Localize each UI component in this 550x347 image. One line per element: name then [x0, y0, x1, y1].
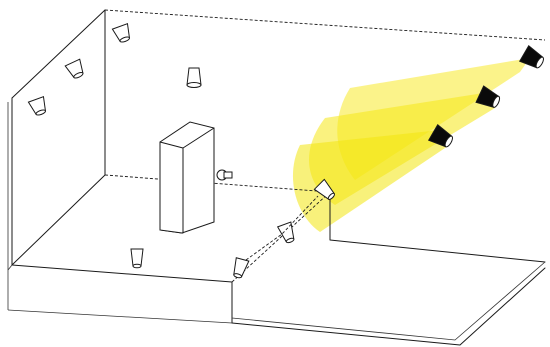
- box-body: [160, 122, 214, 233]
- ceiling-light-3[interactable]: [112, 24, 133, 45]
- floor-front-edge: [12, 265, 232, 282]
- floor-left-edge: [12, 175, 105, 265]
- track-light-1[interactable]: [520, 46, 547, 72]
- floor-light-2[interactable]: [131, 249, 143, 268]
- base-outer-edge: [8, 310, 232, 323]
- floor-light-1[interactable]: [217, 170, 232, 180]
- light-beams: [293, 58, 530, 232]
- ceiling-light-1[interactable]: [28, 97, 49, 118]
- ceiling-back-edge: [105, 10, 545, 40]
- room-structure: [8, 10, 545, 345]
- beam-near: [293, 130, 448, 232]
- slab-front-edge-inner: [232, 262, 545, 340]
- center-box: [160, 122, 214, 233]
- floor-light-4[interactable]: [278, 222, 298, 244]
- floor-light-3[interactable]: [231, 258, 248, 280]
- ceiling-light-2[interactable]: [65, 59, 86, 80]
- ceiling-left-edge: [12, 10, 105, 98]
- ceiling-light-4[interactable]: [187, 68, 201, 88]
- base-outer-edge-2: [8, 265, 12, 270]
